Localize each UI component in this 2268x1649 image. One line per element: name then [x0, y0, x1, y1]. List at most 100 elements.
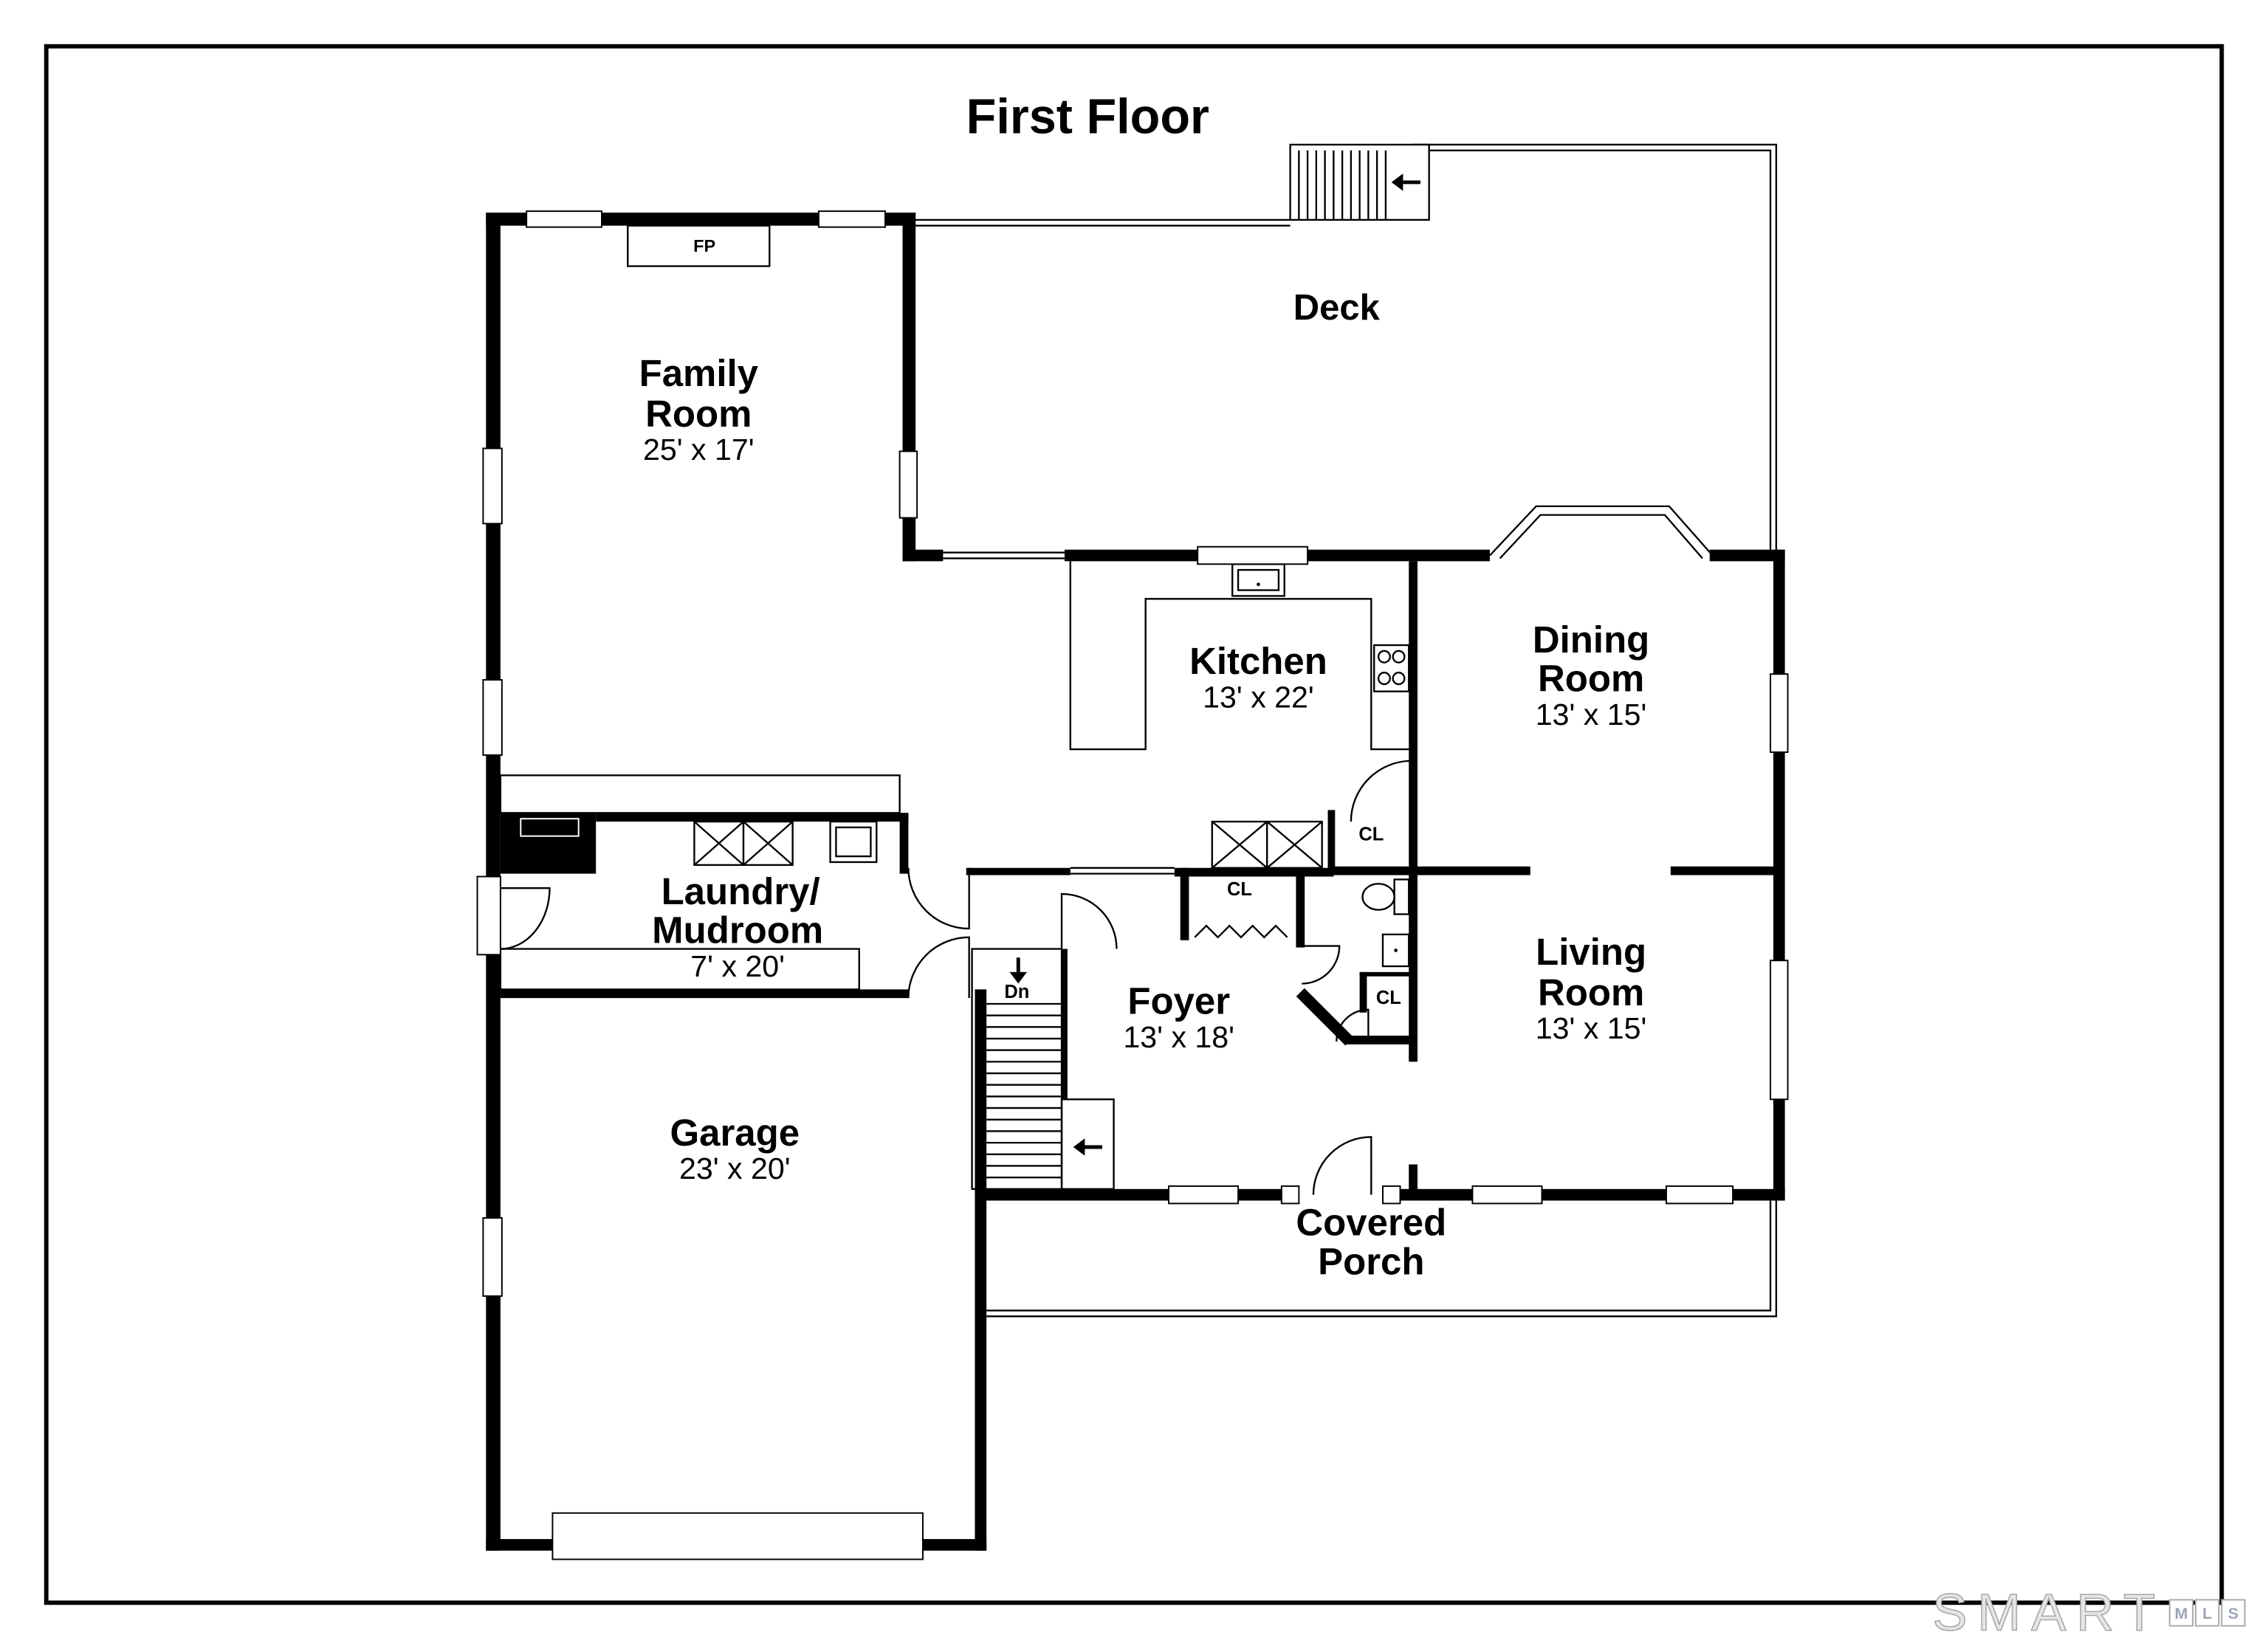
kitchen-counter — [1069, 561, 1412, 751]
wall-dining-living-left — [1330, 866, 1530, 875]
logo-box — [2195, 1599, 2220, 1627]
door-swing-front — [1312, 1136, 1372, 1195]
dining-room-size: 13' x 15' — [1536, 698, 1647, 731]
closet-label-bath: CL — [1376, 988, 1401, 1008]
wall-laundry-garage — [500, 989, 909, 999]
wall-closet-bath — [1296, 867, 1305, 948]
closet-label-foyer: CL — [1227, 879, 1252, 900]
fireplace — [627, 224, 771, 267]
window — [898, 450, 918, 519]
door-jamb — [476, 875, 501, 956]
chimney-detail — [520, 818, 580, 837]
wall-west-upper — [486, 213, 501, 877]
window — [482, 447, 503, 525]
dryer-x — [743, 821, 794, 866]
porch-edge-outer — [986, 1200, 1778, 1318]
arrow-left-icon-head — [1073, 1138, 1085, 1156]
bay-window-inner — [1499, 514, 1703, 560]
burner — [1377, 672, 1391, 686]
wall-dining-living-right — [1670, 866, 1775, 875]
window — [1666, 1185, 1734, 1205]
logo-brand: SMART — [1932, 1583, 2163, 1642]
door-swing-kitchen-closet — [1350, 760, 1413, 822]
wall-laundry-north — [596, 813, 909, 822]
window — [526, 210, 602, 228]
foyer-size: 13' x 18' — [1123, 1020, 1234, 1054]
window — [1770, 673, 1789, 753]
door-swing-laundry-foyer — [907, 867, 970, 930]
window — [482, 679, 503, 756]
washer-x — [693, 821, 744, 866]
bay-window-outer — [1489, 505, 1714, 557]
toilet-bowl — [1361, 883, 1395, 911]
dining-room-label-line1: Dining — [1533, 619, 1649, 661]
dining-room-label-line2: Room — [1538, 658, 1644, 700]
door-swing-bath — [1302, 945, 1341, 985]
garage-door — [551, 1512, 924, 1560]
half-bath — [1361, 878, 1410, 968]
wall-garage-east — [975, 989, 987, 1551]
window — [1770, 960, 1789, 1101]
sink-basin — [1231, 563, 1285, 597]
cabinet-x — [1212, 821, 1268, 869]
closet-label-kitchen: CL — [1358, 824, 1384, 845]
cabinet-x — [1266, 821, 1323, 869]
kitchen-range — [1373, 644, 1410, 692]
burner — [1392, 672, 1406, 686]
window — [1168, 1185, 1240, 1205]
page-title: First Floor — [966, 89, 1209, 144]
kitchen-label: Kitchen — [1189, 640, 1327, 682]
walls — [486, 213, 1785, 1551]
wall-foyer-closet-top — [1174, 867, 1334, 877]
wall-family-room-stub — [902, 549, 944, 562]
toilet-tank — [1393, 878, 1410, 915]
window — [482, 1217, 503, 1297]
burner — [1392, 650, 1406, 664]
wall-interior-stub — [1409, 1164, 1418, 1201]
laundry-sink — [829, 820, 878, 864]
door-swings — [500, 760, 1413, 1195]
laundry-label-line1: Laundry/ — [662, 870, 820, 912]
family-room-size: 25' x 17' — [643, 433, 755, 467]
deck-stairs — [1289, 143, 1430, 221]
arrow-down-icon-head — [1009, 971, 1028, 984]
wall-bath-angled — [1296, 988, 1354, 1046]
deck-outline — [914, 143, 1778, 550]
covered-porch-label-line2: Porch — [1318, 1240, 1424, 1282]
door-swing-garage-foyer — [907, 936, 970, 999]
garage-size: 23' x 20' — [679, 1151, 791, 1185]
logo-sub-letter: M — [2174, 1604, 2188, 1622]
room-labels: Deck Family Room 25' x 17' Kitchen 13' x… — [639, 288, 1650, 1282]
bath-sink-drain — [1394, 949, 1398, 952]
range-outline — [1373, 644, 1410, 692]
living-room-label-line2: Room — [1538, 971, 1644, 1013]
wall-bath-south — [1345, 1036, 1418, 1044]
kitchen-sink — [1231, 563, 1285, 597]
laundry-sink-inner — [835, 826, 872, 858]
porch-edge-inner — [986, 1200, 1772, 1312]
porch-outline — [986, 1200, 1778, 1318]
burner — [1377, 650, 1391, 664]
door-swing-laundry-exterior — [500, 887, 551, 950]
windows — [476, 210, 1789, 1560]
living-room-label-line1: Living — [1536, 931, 1646, 973]
wall-foyer-south-left — [983, 1188, 1285, 1201]
logo-sub-letter: S — [2228, 1604, 2238, 1622]
sink-inner — [1237, 568, 1280, 591]
deck-edge-outer — [1412, 143, 1778, 550]
wall-stairs — [1062, 949, 1068, 1100]
family-room-label-line1: Family — [639, 352, 759, 394]
wall-east — [1773, 549, 1785, 1201]
kitchen-size: 13' x 22' — [1203, 680, 1314, 714]
page-frame — [44, 44, 2224, 1605]
family-room-label-line2: Room — [645, 393, 752, 435]
door-jamb — [1382, 1185, 1401, 1205]
window — [1471, 1185, 1543, 1205]
laundry-label-line2: Mudroom — [652, 909, 823, 951]
logo-box — [2168, 1599, 2194, 1627]
chimney-block — [500, 813, 597, 874]
logo-box — [2221, 1599, 2246, 1627]
smart-mls-logo: SMART M L S — [1932, 1583, 2246, 1642]
window — [817, 210, 886, 228]
